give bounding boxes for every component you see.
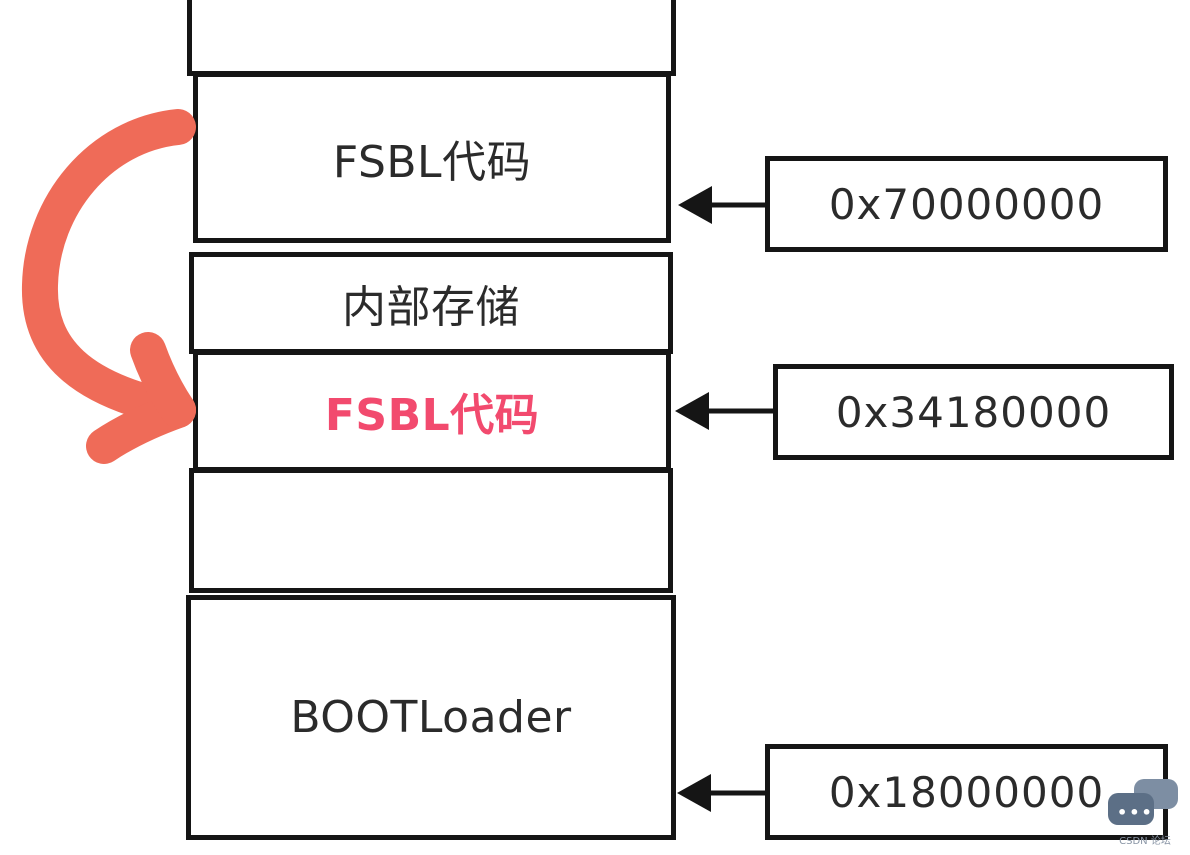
memory-block-bootloader: BOOTLoader [186, 595, 676, 840]
address-box-low: 0x18000000 [765, 744, 1168, 840]
pointer-arrow-low [677, 774, 767, 812]
watermark-logo: ••• CSDN 论坛 [1108, 777, 1182, 847]
memory-block-label: FSBL代码 [332, 136, 532, 188]
memory-block-internal-storage: 内部存储 [189, 252, 673, 354]
memory-block-label: BOOTLoader [290, 692, 572, 743]
address-label: 0x18000000 [828, 767, 1105, 817]
address-label: 0x70000000 [828, 179, 1105, 229]
ellipsis-icon: ••• [1117, 803, 1154, 822]
copy-curve-arrow [21, 109, 196, 464]
memory-block-label: 内部存储 [342, 282, 520, 333]
address-box-mid: 0x34180000 [773, 364, 1174, 460]
chat-bubble-icon [1108, 793, 1154, 825]
watermark-caption: CSDN 论坛 [1119, 836, 1171, 847]
memory-block-label-highlighted: FSBL代码 [324, 390, 540, 441]
memory-block-mid-empty [189, 468, 673, 593]
address-label: 0x34180000 [835, 387, 1112, 437]
memory-block-fsbl-destination: FSBL代码 [193, 72, 671, 243]
address-box-high: 0x70000000 [765, 156, 1168, 252]
pointer-arrow-high [678, 186, 767, 224]
pointer-arrow-mid [675, 392, 775, 430]
